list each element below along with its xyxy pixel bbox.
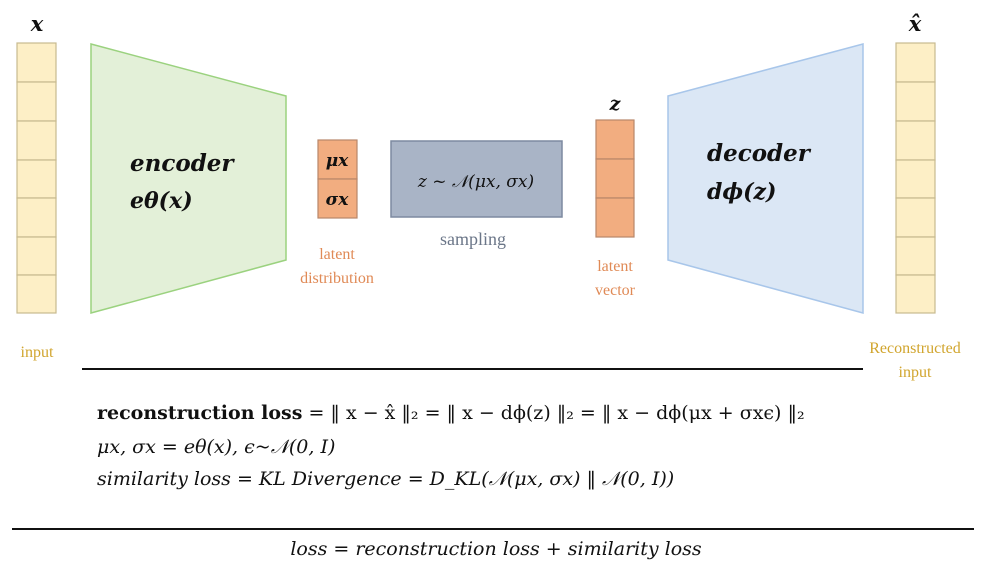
- latent-vector-cell: [595, 158, 635, 199]
- sampling-label: sampling: [440, 229, 506, 249]
- input-cell: [16, 236, 57, 276]
- latent-distribution-label-line2: distribution: [300, 270, 374, 287]
- input-cell: [16, 274, 57, 314]
- input-cell: [16, 120, 57, 161]
- latent-vector-cell: [595, 197, 635, 238]
- input-symbol: x: [30, 11, 44, 36]
- input-cell: [16, 197, 57, 238]
- input-cell: [16, 159, 57, 199]
- latent-vector-label-line2: vector: [595, 282, 636, 299]
- output-cell: [895, 236, 936, 276]
- encoder-params-formula: μx, σx = eθ(x), ϵ~𝒩(0, I): [97, 436, 336, 458]
- output-vector: [895, 42, 936, 314]
- similarity-loss-formula: similarity loss = KL Divergence = D_KL(𝒩…: [97, 468, 675, 490]
- input-cell: [16, 42, 57, 83]
- input-vector: [16, 42, 57, 314]
- reconstruction-loss-expression: = ‖ x − x̂ ‖₂ = ‖ x − dϕ(z) ‖₂ = ‖ x − d…: [302, 402, 805, 424]
- sigma-label: σx: [326, 190, 350, 210]
- encoder-function: eθ(x): [130, 188, 193, 214]
- output-cell: [895, 274, 936, 314]
- output-label-line2: input: [899, 364, 932, 381]
- latent-vector-label-line1: latent: [597, 258, 633, 275]
- output-cell: [895, 42, 936, 83]
- total-loss-formula: loss = reconstruction loss + similarity …: [290, 538, 702, 560]
- encoder-title: encoder: [130, 150, 235, 177]
- output-cell: [895, 120, 936, 161]
- reconstruction-loss-term: reconstruction loss: [97, 402, 303, 424]
- sampling-block: [390, 140, 563, 218]
- encoder-block: [90, 43, 287, 314]
- input-cell: [16, 81, 57, 122]
- output-cell: [895, 197, 936, 238]
- output-label-line1: Reconstructed: [869, 340, 961, 357]
- latent-vector-cell: [595, 119, 635, 160]
- sigma-cell: [317, 178, 358, 219]
- output-cell: [895, 81, 936, 122]
- decoder-block: [667, 43, 864, 314]
- output-cell: [895, 159, 936, 199]
- latent-vector: [595, 119, 635, 238]
- output-symbol: x̂: [908, 11, 922, 36]
- input-label: input: [21, 344, 54, 361]
- mu-label: μx: [326, 151, 349, 171]
- decoder-title: decoder: [707, 140, 812, 167]
- decoder-function: dϕ(z): [707, 179, 776, 205]
- z-symbol: z: [609, 93, 622, 115]
- latent-distribution-label-line1: latent: [319, 246, 355, 263]
- sampling-formula: z ~ 𝒩(μx, σx): [417, 172, 534, 192]
- reconstruction-loss-formula: reconstruction loss = ‖ x − x̂ ‖₂ = ‖ x …: [97, 402, 805, 424]
